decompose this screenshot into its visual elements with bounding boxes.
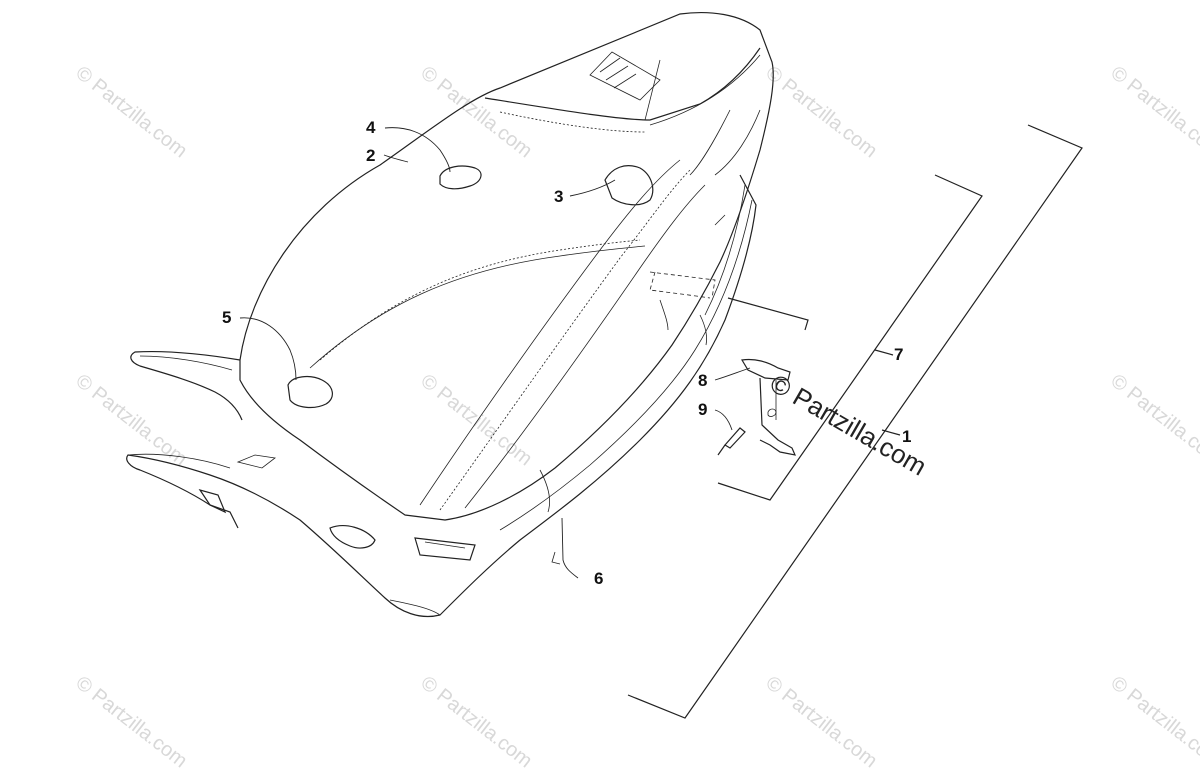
callout-3: 3 bbox=[554, 187, 564, 206]
seat-assembly-diagram bbox=[126, 11, 1083, 719]
callout-5: 5 bbox=[222, 308, 232, 327]
assembly-bracket-lines bbox=[627, 124, 1083, 719]
seat-cushion bbox=[130, 11, 774, 521]
callout-9: 9 bbox=[698, 400, 708, 419]
latch-bracket bbox=[741, 358, 797, 456]
callout-7: 7 bbox=[894, 345, 904, 364]
callout-2: 2 bbox=[366, 146, 376, 165]
callout-leaders bbox=[239, 127, 751, 579]
callout-4: 4 bbox=[366, 118, 376, 137]
rivet bbox=[717, 427, 746, 456]
seat-base bbox=[126, 174, 757, 618]
seat-logo bbox=[589, 51, 661, 101]
callout-1: 1 bbox=[902, 427, 912, 446]
callout-8: 8 bbox=[698, 371, 708, 390]
callout-6: 6 bbox=[594, 569, 604, 588]
